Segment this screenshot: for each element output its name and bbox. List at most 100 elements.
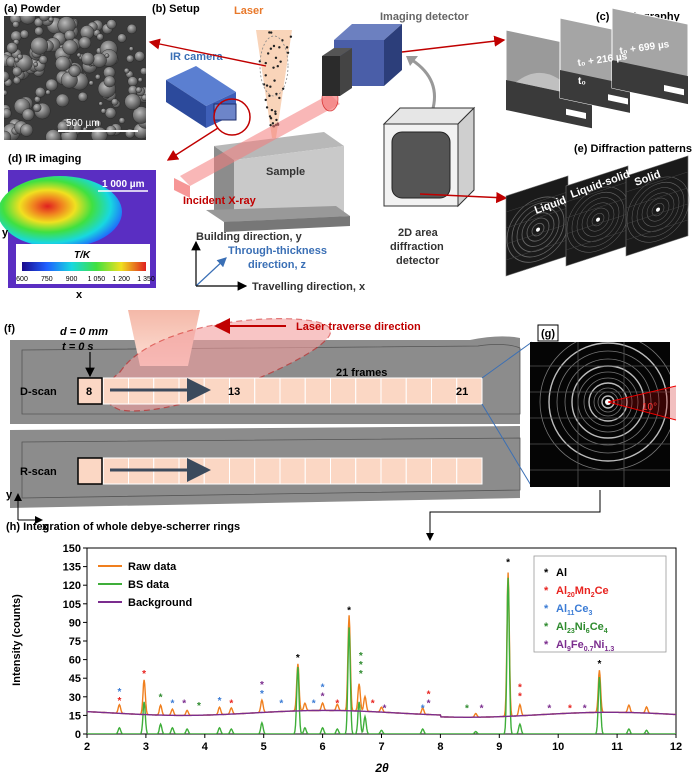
ir-scale-text: 1 000 µm [102,179,145,190]
phase-legend-label: Al9Fe0.7Ni1.3 [556,639,614,653]
powder-dot [268,31,271,34]
y-tick-label: 90 [69,617,81,629]
phase-star: * [427,690,431,701]
powder-dot [278,96,281,100]
powder-particle [17,53,23,60]
d-scan-frame [431,377,458,405]
powder-particle [123,67,130,74]
powder-particle [76,52,82,58]
phase-star: * [279,699,283,710]
powder-dot [269,117,273,120]
powder-dot [265,106,269,109]
powder-particle [118,117,126,124]
detector-swap-arrow [411,58,436,113]
x-tick-label: 12 [670,741,682,753]
phase-star: * [142,669,146,680]
d-scan-start-box [77,377,103,405]
r-scan-frame [431,457,458,485]
phase-star: * [568,704,572,715]
debye-ring [588,382,628,422]
d-scan-frame [405,377,432,405]
powder-particle [4,130,12,140]
d-scan-frame [330,377,357,405]
x-tick-label: 3 [143,741,149,753]
debye-ring [593,387,623,417]
phase-legend: *Al*Al20Mn2Ce*Al11Ce3*Al23Ni6Ce4*Al9Fe0.… [533,555,667,653]
r-scan-frame [330,457,357,485]
powder-dot [273,79,276,82]
y-tick-label: 105 [63,599,81,611]
powder-particle [66,120,73,127]
phase-star: * [382,704,386,715]
frame-8: 8 [86,386,92,398]
powder-particle [57,120,70,134]
phase-star: * [518,682,522,693]
radiography-frames [505,7,689,129]
zoom-line-bottom [481,403,533,488]
phase-star: * [197,701,201,712]
phase-legend-star: * [544,621,549,633]
ir-colorbar-tick: 750 [41,276,53,283]
r-scan-frame [203,457,230,485]
powder-particle [111,98,119,106]
r-scan-frame [229,457,256,485]
phase-legend-box [533,555,667,653]
x-tick-label: 7 [378,741,384,753]
powder-particle [32,103,42,113]
powder-to-a-arrow [148,38,267,67]
powder-dot [269,123,272,127]
through-thickness-label-1: Through-thickness [228,245,327,257]
powder-particle [4,71,10,82]
powder-particle [45,129,62,140]
powder-particle [106,19,117,30]
start-distance: d = 0 mm [60,326,108,338]
phase-star: * [506,557,510,568]
powder-dot [274,110,277,113]
powder-particle [135,86,142,94]
debye-ring [548,342,668,462]
powder-particle [141,94,146,101]
ir-colorbar-tick: 1 350 [137,276,155,283]
r-scan-frame [254,457,281,485]
legend-label: Raw data [128,561,177,573]
powder-dot [268,115,272,118]
f-x-label: x [42,521,49,533]
phase-star: * [117,696,121,707]
powder-dot [264,98,267,102]
r-scan-label: R-scan [20,466,57,478]
phase-star: * [260,680,264,691]
d-scan-frame [304,377,331,405]
powder-particle [68,64,81,77]
powder-particle [95,74,101,80]
phase-star: * [170,699,174,710]
area-detector-label-3: detector [396,255,440,267]
ir-camera-highlight [213,98,251,136]
phase-legend-label: Al11Ce3 [556,603,592,617]
area-diffraction-detector [382,106,476,208]
powder-dot [286,51,290,54]
x-tick-label: 4 [202,741,209,753]
ir-colorbar-tick: 1 200 [112,276,130,283]
f-y-label: y [6,489,13,501]
powder-dot [262,83,266,86]
imaging-detector [322,24,402,96]
powder-particle [4,108,12,119]
powder-particle [30,36,49,55]
r-scan-frame [456,457,483,485]
powder-particle [38,55,48,65]
powder-particle [117,33,127,43]
d-scan-frame [456,377,483,405]
legend-label: BS data [128,579,170,591]
diffraction-panel [505,175,570,277]
radiography-t0: t₀ [578,76,586,87]
powder-particle [12,20,20,28]
powder-dot [278,46,281,49]
phase-legend-label: Al23Ni6Ce4 [556,621,608,635]
y-tick-label: 0 [75,729,81,741]
powder-dot [275,118,278,122]
y-tick-label: 45 [69,673,81,685]
powder-particle [100,108,107,114]
panel-b-label: (b) Setup [152,3,200,15]
